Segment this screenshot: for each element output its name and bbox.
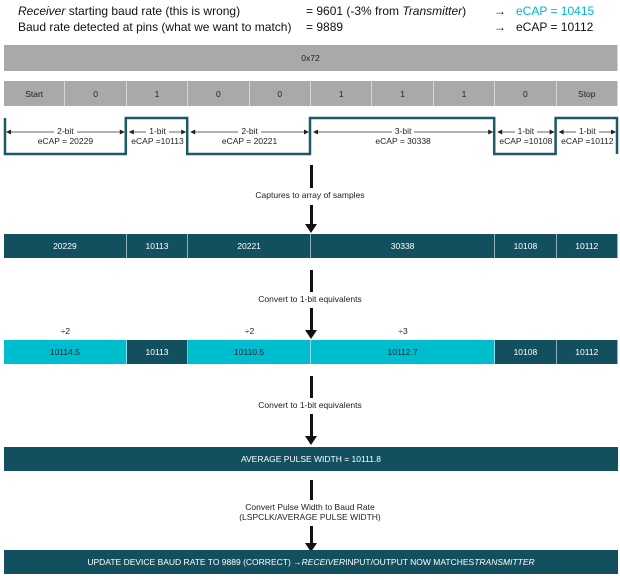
flow-arrow-shaft [310,205,313,226]
divisor-label: ÷2 [60,326,71,336]
arrowhead-icon [6,129,11,135]
arrowhead-icon [128,129,134,135]
equivalent-cell: 10112.7 [311,340,496,364]
flow-arrow-shaft [310,526,313,545]
pulse-bit-count: 2-bit [54,126,77,136]
pulse-ecap: eCAP =10112 [559,136,616,146]
pulse-ecap: eCAP =10113 [129,136,186,146]
equivalent-cell: 10113 [126,340,189,364]
bit-cell: 0 [249,81,311,106]
sample-cell: 20221 [188,234,311,258]
arrowhead-icon [313,129,318,135]
bit-cell: 1 [126,81,189,106]
step-convert-label: Convert to 1-bit equivalents [258,294,362,304]
arrowhead-icon [304,129,309,135]
bit-cell: 1 [433,81,496,106]
flow-arrow-shaft [310,414,313,438]
step-baud-label: Convert Pulse Width to Baud Rate(LSPCLK/… [239,502,381,522]
flow-arrow-shaft [310,270,313,292]
arrow-down-icon [305,543,317,552]
header-line2-value: = 9889 [306,20,344,34]
flow-arrow-shaft [310,376,313,398]
bit-cell: 0 [495,81,557,106]
arrow-down-icon [305,436,317,445]
equivalent-cell: 10112 [556,340,618,364]
arrowhead-icon [119,129,125,135]
arrowhead-icon [549,129,555,135]
flow-arrow-shaft [310,308,313,332]
equivalent-cell: 10108 [495,340,557,364]
arrowhead-icon [497,129,503,135]
equivalent-cell: 10110.5 [188,340,311,364]
pulse-bit-count: 3-bit [391,126,415,136]
arrowhead-icon [611,129,616,135]
bit-cell: 1 [311,81,373,106]
pulse-bit-count: 1-bit [514,126,538,136]
sample-cell: 20229 [4,234,127,258]
pulse-waveform [3,116,619,156]
pulse-bit-count: 1-bit [576,126,599,136]
bit-cell: Stop [556,81,618,106]
final-update-bar: UPDATE DEVICE BAUD RATE TO 9889 (CORRECT… [4,550,618,574]
byte-box: 0x72 [4,45,618,71]
arrowhead-icon [488,129,494,135]
sample-cell: 10113 [126,234,189,258]
header-line2-label: Baud rate detected at pins (what we want… [18,20,292,34]
pulse-bit-count: 2-bit [238,126,261,136]
arrow-down-icon [305,224,317,233]
arrowhead-icon [190,129,196,135]
flow-arrow-shaft [310,480,313,500]
sample-cell: 10112 [556,234,618,258]
average-pulse-width-bar: AVERAGE PULSE WIDTH = 10111.8 [4,447,618,471]
header-line1-value: = 9601 (-3% from Transmitter) [306,4,467,18]
waveform [3,116,619,156]
header-line2-ecap: eCAP = 10112 [516,20,594,34]
sample-cell: 10108 [495,234,557,258]
step-convert-label-2: Convert to 1-bit equivalents [258,400,362,410]
bit-cell: 0 [188,81,250,106]
sample-cell: 30338 [311,234,496,258]
pulse-bit-count: 1-bit [146,126,169,136]
arrowhead-icon [181,129,187,135]
flow-arrow-shaft [310,165,313,188]
arrow-icon: → [494,4,506,18]
divisor-label: ÷3 [398,326,408,336]
pulse-ecap: eCAP = 20229 [35,136,96,146]
arrowhead-icon [558,129,564,135]
step-captures-label: Captures to array of samples [255,190,365,200]
bit-cell: Start [4,81,66,106]
equivalent-cell: 10114.5 [4,340,127,364]
pulse-ecap: eCAP = 20221 [219,136,280,146]
arrow-icon: → [494,20,506,34]
header-line1-ecap: eCAP = 10415 [516,4,595,18]
bit-cell: 1 [372,81,434,106]
divisor-label: ÷2 [244,326,255,336]
pulse-ecap: eCAP = 30338 [373,136,433,146]
bit-cell: 0 [65,81,127,106]
arrow-down-icon [305,330,317,339]
pulse-ecap: eCAP =10108 [497,136,555,146]
header-line1-label: Receiver starting baud rate (this is wro… [18,4,241,18]
